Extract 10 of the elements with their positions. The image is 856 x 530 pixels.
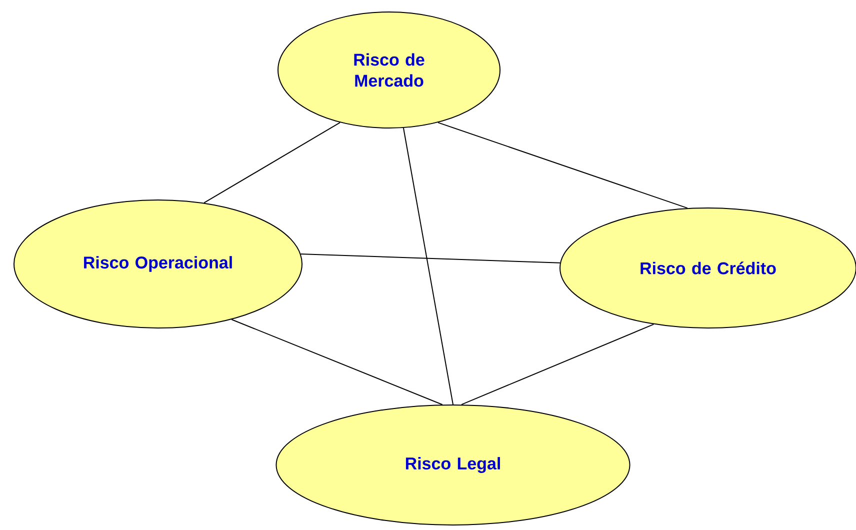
connector-line [300, 254, 561, 264]
connector-line [438, 122, 688, 209]
ellipse-node: Risco de Crédito [560, 208, 856, 328]
connector-line [402, 128, 454, 405]
ellipse-node: Risco Legal [276, 404, 630, 526]
ellipse-node: Risco Operacional [14, 200, 302, 328]
connector-line [204, 122, 340, 204]
ellipse-node: Risco de Mercado [278, 12, 500, 128]
connector-line [231, 318, 443, 406]
connector-line [461, 324, 654, 406]
